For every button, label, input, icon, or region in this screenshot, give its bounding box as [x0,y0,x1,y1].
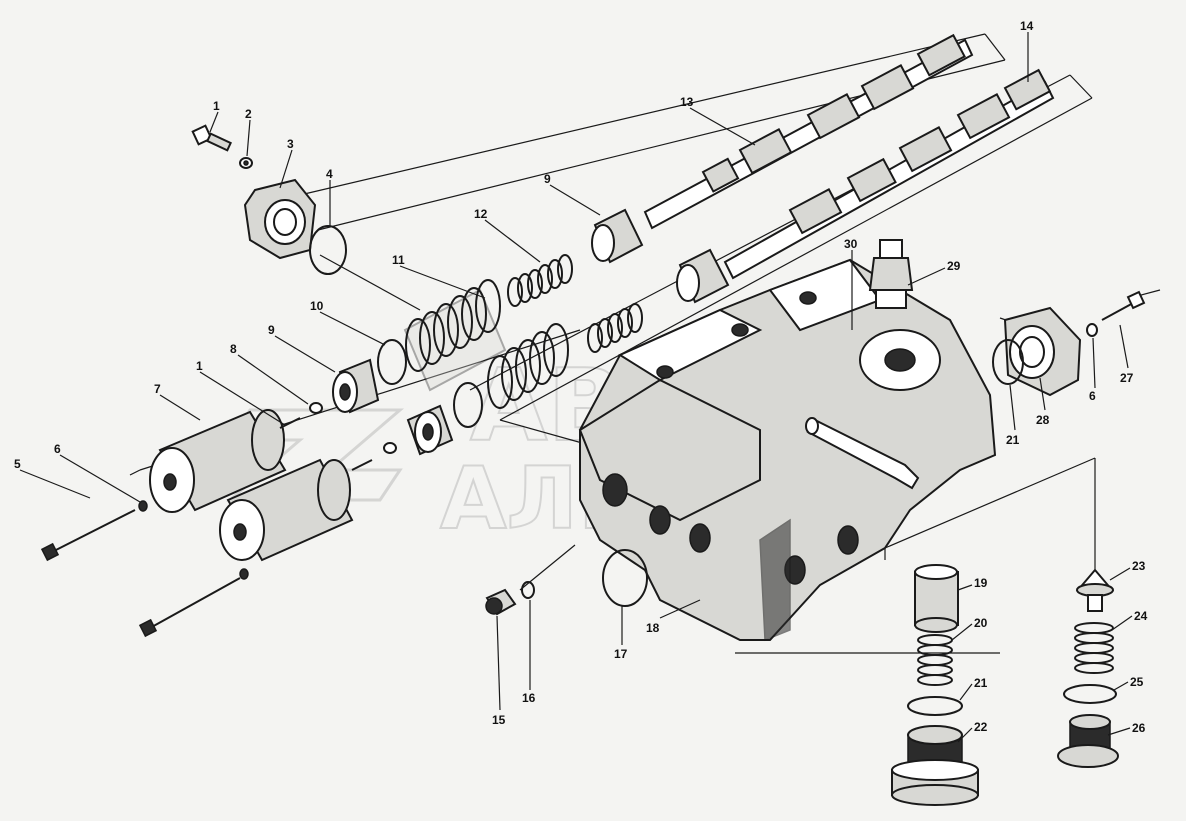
piston-19 [914,564,959,633]
callout-12: 12 [474,207,488,221]
spring-seat-9-upper [591,208,730,304]
callout-24: 24 [1134,609,1148,623]
callout-6-left: 6 [54,442,61,456]
bolt-5-lower [138,577,241,638]
washer-6-left [138,500,249,580]
cover-28 [1003,306,1082,397]
spring-seat-9-lower [332,358,454,456]
pressure-switch-29 [868,239,914,309]
spool-13 [643,33,974,230]
callout-11: 11 [392,253,405,267]
o-ring-17 [602,549,648,607]
callout-3: 3 [287,137,294,151]
callout-6-right: 6 [1089,389,1096,403]
callout-13: 13 [680,95,694,109]
bolt-27 [1101,290,1146,321]
spring-11 [403,279,507,392]
end-cap-7-upper [149,409,287,513]
callout-9-upper: 9 [544,172,551,186]
spring-24 [1074,622,1114,674]
spring-11-lower [487,323,569,409]
callout-9-lower: 9 [268,323,275,337]
callout-15: 15 [492,713,506,727]
callout-17: 17 [614,647,628,661]
washer-16 [521,581,535,599]
callout-23: 23 [1132,559,1146,573]
valve-body-18 [578,258,997,642]
callout-16: 16 [522,691,536,705]
callout-14: 14 [1020,19,1034,33]
o-ring-21-right [992,339,1024,385]
o-ring-21-lower [907,696,963,716]
callout-21-lower: 21 [974,676,988,690]
plug-22 [891,725,979,806]
callout-7: 7 [154,382,161,396]
callout-5: 5 [14,457,21,471]
callout-20: 20 [974,616,988,630]
shim-10 [377,339,483,428]
end-cover-3 [243,178,317,260]
plug-15 [485,588,517,616]
callout-18: 18 [646,621,660,635]
leader-lines [19,32,1133,743]
callout-28: 28 [1036,413,1050,427]
callout-8: 8 [230,342,237,356]
callout-1-top: 1 [213,99,220,113]
bolt-5-upper [40,509,136,562]
callout-10: 10 [310,299,324,313]
callout-26: 26 [1132,721,1146,735]
callout-27: 27 [1120,371,1134,385]
callout-2: 2 [245,107,252,121]
plug-26 [1057,714,1119,768]
callout-21-right: 21 [1006,433,1020,447]
spool-14 [723,68,1055,280]
callout-labels: 1 2 3 4 5 6 7 1 8 9 10 11 12 9 13 14 30 … [14,19,1148,735]
callout-19: 19 [974,576,988,590]
callout-4: 4 [326,167,333,181]
bolt-1-top [191,124,232,152]
callout-30: 30 [844,237,858,251]
callout-22: 22 [974,720,988,734]
end-cap-7-lower [219,458,354,562]
spring-12-lower [587,303,643,353]
callout-25: 25 [1130,675,1144,689]
spring-20 [917,634,953,686]
bolt-1-middle [279,402,397,471]
spring-12 [507,254,573,307]
callout-29: 29 [947,259,961,273]
o-ring-4 [309,225,347,275]
callout-1-middle: 1 [196,359,203,373]
valve-23 [1075,568,1115,612]
washer-2 [239,157,253,169]
shaft-30 [805,417,920,490]
washer-6-right [1086,323,1098,337]
o-ring-25 [1063,684,1117,704]
